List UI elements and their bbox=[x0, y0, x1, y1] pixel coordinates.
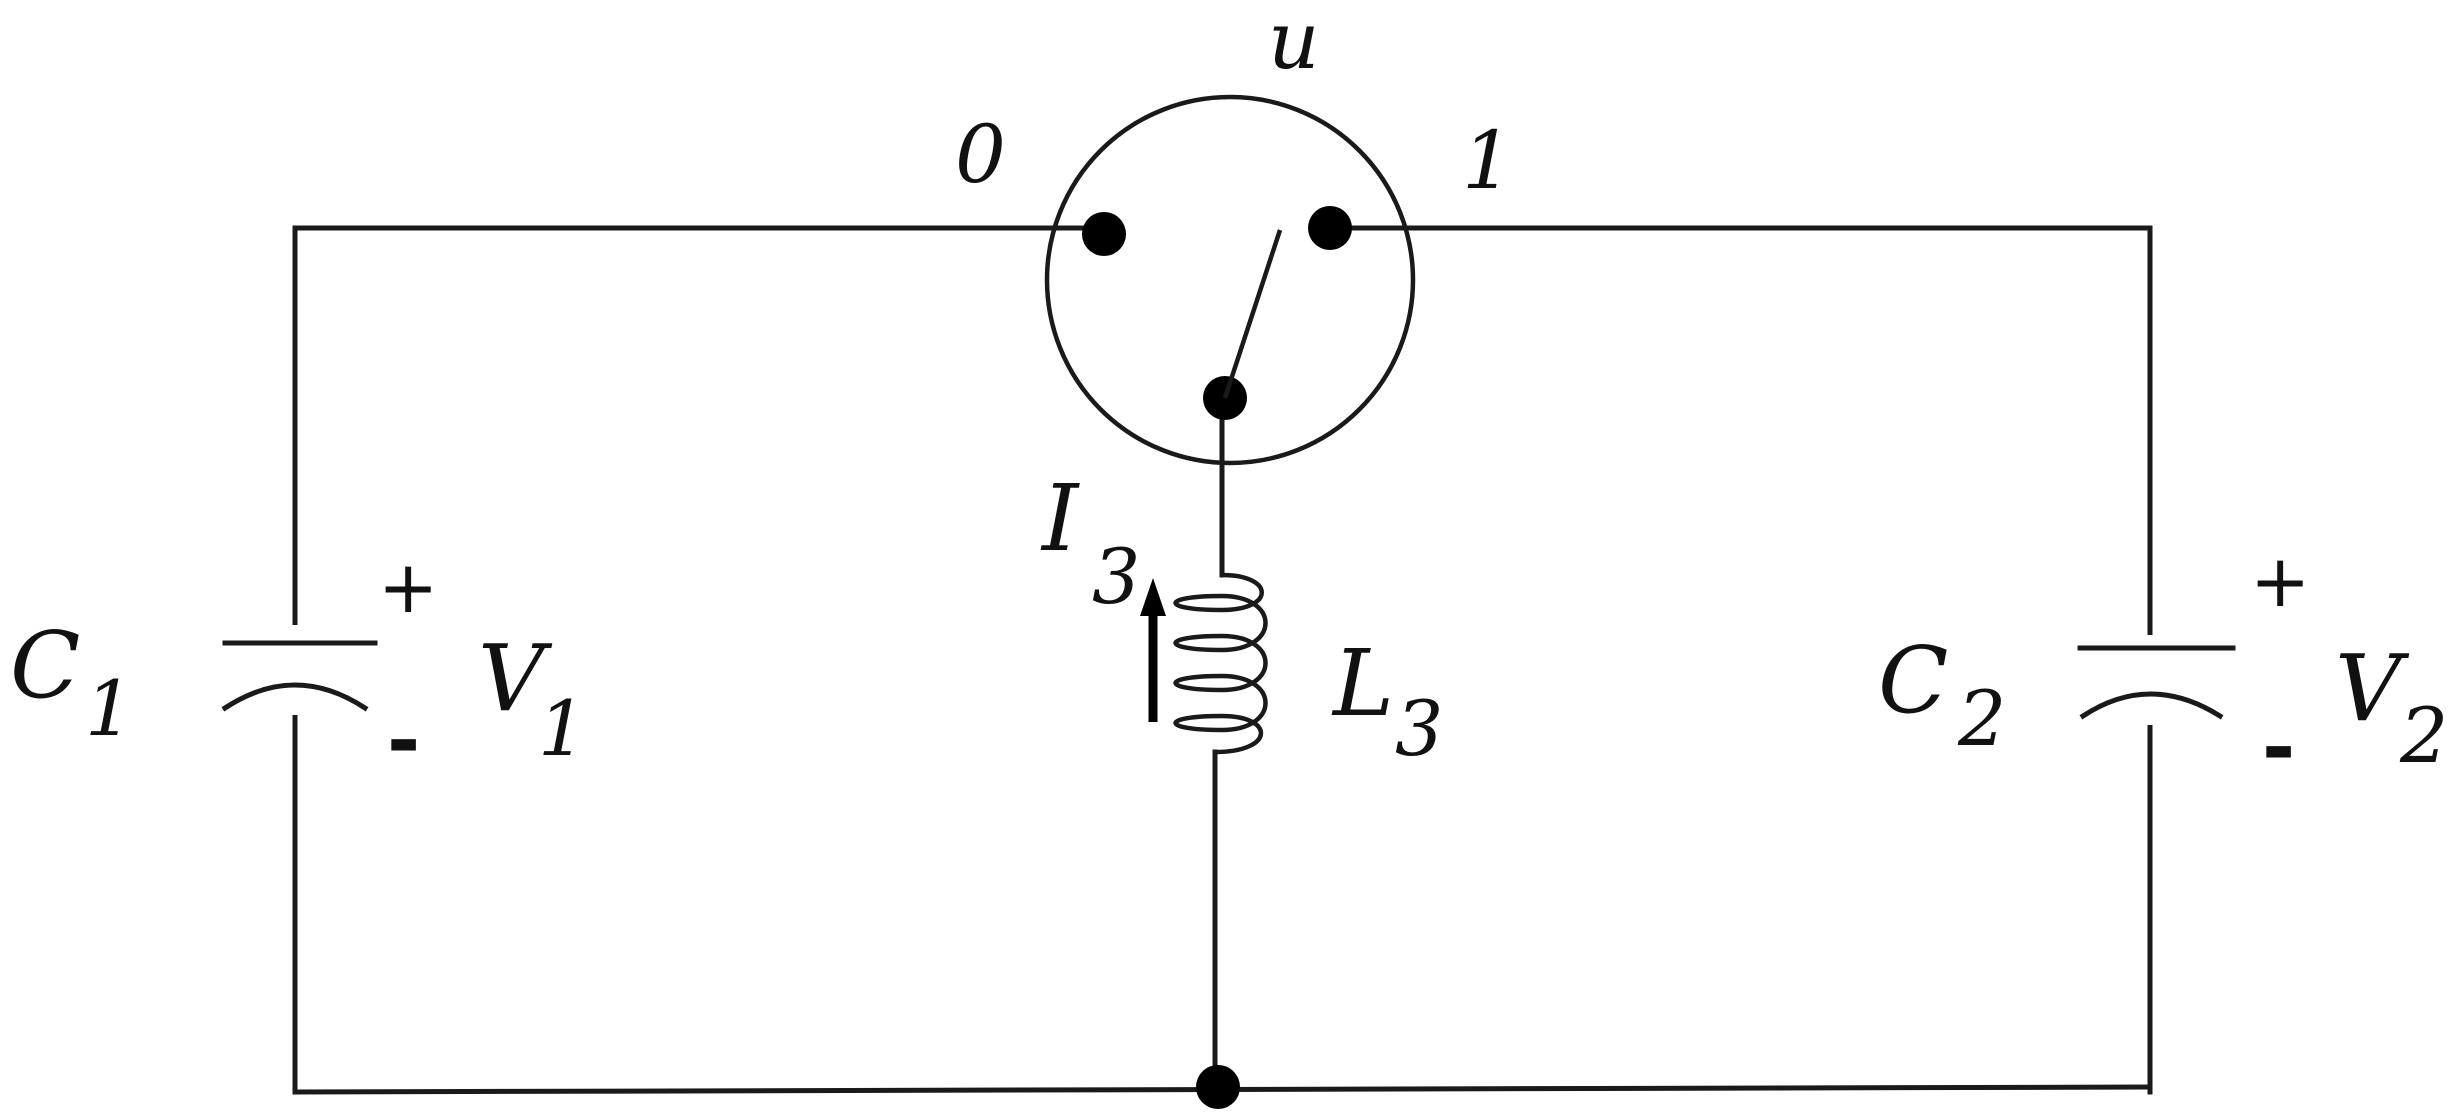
current-label: I bbox=[1040, 465, 1080, 572]
v1-label: V bbox=[478, 625, 553, 732]
wire-top-right bbox=[1327, 225, 2153, 1095]
inductor-label: L bbox=[1331, 630, 1394, 737]
inductor-label-subscript: 3 bbox=[1395, 684, 1443, 773]
switch-terminal-0 bbox=[1082, 212, 1126, 256]
wires bbox=[292, 225, 2153, 1095]
c2-plate-bottom bbox=[2079, 691, 2224, 720]
capacitor-c2: + - C 2 V 2 bbox=[1878, 539, 2448, 794]
switch: u 0 1 bbox=[955, 0, 1513, 466]
v1-label-subscript: 1 bbox=[538, 684, 586, 773]
c1-plus-sign: + bbox=[378, 545, 438, 629]
switch-position-0-label: 0 bbox=[955, 108, 1006, 201]
switch-control-label: u bbox=[1268, 0, 1320, 87]
wire-top-left bbox=[292, 225, 1108, 1095]
inductor-coil bbox=[1173, 572, 1268, 755]
c2-minus-sign: - bbox=[2262, 701, 2295, 794]
switch-position-1-label: 1 bbox=[1462, 114, 1513, 207]
switch-arm bbox=[1222, 229, 1283, 399]
capacitor-c1: + - C 1 V 1 bbox=[10, 545, 586, 787]
inductor-l3: I 3 L 3 bbox=[1040, 465, 1443, 773]
bottom-node bbox=[1196, 1065, 1240, 1109]
c1-label-subscript: 1 bbox=[85, 664, 133, 753]
c2-label: C bbox=[1878, 627, 1948, 734]
switch-circle bbox=[1044, 94, 1416, 466]
current-label-subscript: 3 bbox=[1092, 532, 1140, 621]
c1-minus-sign: - bbox=[387, 694, 420, 787]
current-arrow-head-icon bbox=[1140, 578, 1166, 616]
v2-label-subscript: 2 bbox=[2399, 691, 2448, 780]
c2-label-subscript: 2 bbox=[1957, 674, 2006, 763]
switch-terminal-1 bbox=[1308, 206, 1352, 250]
c2-plus-sign: + bbox=[2250, 539, 2310, 623]
c1-label: C bbox=[10, 612, 80, 719]
v2-label: V bbox=[2335, 635, 2410, 742]
c1-plate-bottom bbox=[221, 682, 369, 712]
